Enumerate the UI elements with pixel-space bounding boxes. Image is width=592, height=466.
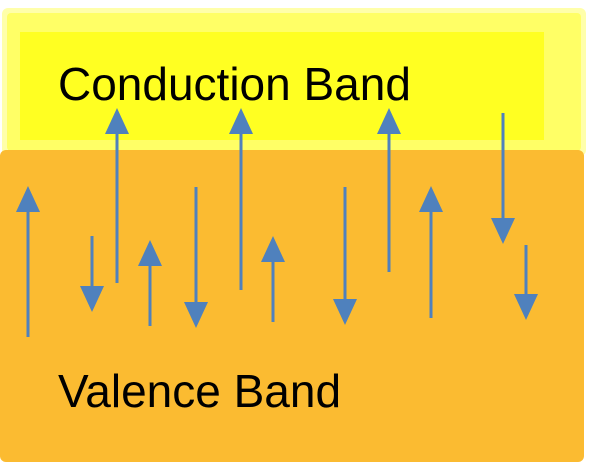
arrow-head: [16, 186, 40, 212]
arrow-head: [514, 294, 538, 320]
down-arrow: [184, 187, 208, 328]
down-arrow: [491, 113, 515, 244]
down-arrow: [514, 245, 538, 320]
down-arrow: [333, 187, 357, 325]
down-arrow: [80, 236, 104, 312]
up-arrow: [105, 108, 129, 283]
arrow-head: [491, 218, 515, 244]
arrow-head: [80, 286, 104, 312]
up-arrow: [419, 186, 443, 318]
valence-band: [0, 150, 584, 462]
up-arrow: [377, 108, 401, 272]
arrow-head: [184, 302, 208, 328]
up-arrow: [261, 236, 285, 322]
arrow-head: [138, 240, 162, 266]
arrow-head: [105, 108, 129, 134]
valence-band-label: Valence Band: [58, 365, 341, 417]
up-arrow: [229, 108, 253, 290]
conduction-band-label: Conduction Band: [58, 58, 411, 110]
arrow-head: [261, 236, 285, 262]
electron-transition-arrows: [16, 108, 538, 337]
arrow-head: [229, 108, 253, 134]
arrow-head: [333, 299, 357, 325]
conduction-band-inner: [20, 32, 544, 140]
arrow-head: [377, 108, 401, 134]
up-arrow: [16, 186, 40, 337]
up-arrow: [138, 240, 162, 326]
arrow-head: [419, 186, 443, 212]
